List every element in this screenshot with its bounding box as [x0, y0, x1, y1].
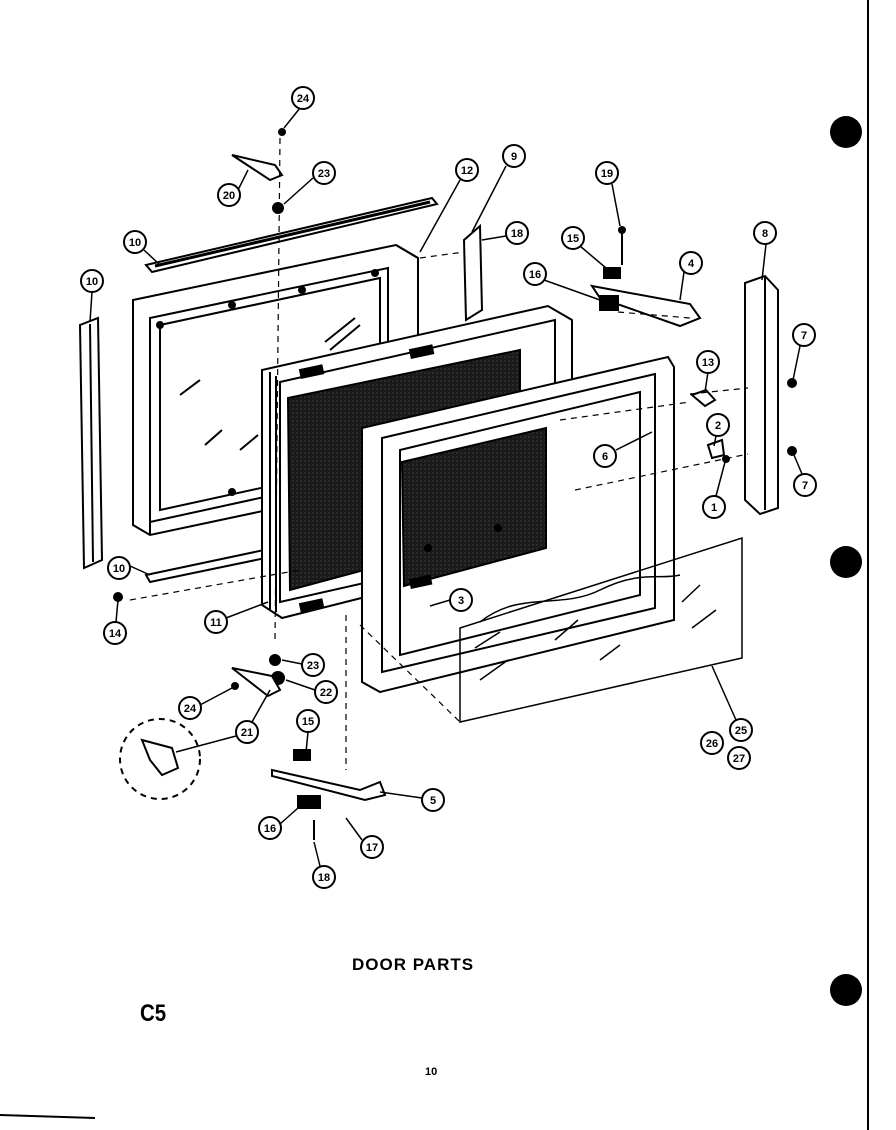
- callout-34: [700, 731, 724, 755]
- callout-label-13: 10: [86, 276, 98, 288]
- callout-label-9: 18: [511, 228, 523, 240]
- callout-label-25: 22: [320, 687, 332, 699]
- callout-33: 25: [711, 665, 753, 742]
- callout-13: 10: [80, 269, 104, 323]
- detail-circle: [119, 718, 201, 800]
- callout-27: 21: [175, 689, 271, 753]
- callout-label-34: 26: [706, 738, 718, 750]
- callout-28: 15: [296, 709, 320, 753]
- glass-pane: [459, 536, 743, 723]
- binder-hole-middle: [830, 546, 862, 578]
- binder-hole-bottom: [830, 974, 862, 1006]
- callout-label-21: 14: [109, 628, 122, 640]
- callout-label-30: 16: [264, 823, 276, 835]
- callout-label-2: 20: [223, 190, 235, 202]
- callout-35: [727, 746, 751, 770]
- callout-label-12: 10: [129, 237, 141, 249]
- callout-label-27: 21: [241, 727, 253, 739]
- callout-3: 23: [283, 161, 336, 205]
- callout-label-19: 1: [711, 502, 717, 514]
- callout-label-11: 8: [762, 228, 768, 240]
- callout-25: 22: [285, 679, 338, 704]
- callout-label-7: 15: [567, 233, 579, 245]
- callout-label-10: 4: [688, 258, 695, 270]
- callout-label-17: 6: [602, 451, 608, 463]
- callout-label-33: 25: [735, 725, 747, 737]
- callout-label-28: 15: [302, 716, 314, 728]
- callout-20: 10: [107, 556, 151, 580]
- callout-label-8: 16: [529, 269, 541, 281]
- callout-7: 15: [561, 226, 607, 269]
- callout-14: 7: [792, 323, 816, 381]
- callout-17: 6: [593, 431, 653, 468]
- page-number: 10: [425, 1066, 438, 1078]
- callout-label-14: 7: [801, 330, 807, 342]
- diagram-title: DOOR PARTS: [352, 955, 475, 974]
- model-code: C5: [140, 1000, 167, 1027]
- callout-24: 23: [281, 653, 325, 677]
- callout-label-35: 27: [733, 753, 745, 765]
- callout-11: 8: [753, 221, 777, 281]
- bottom-hinge-parts: [113, 592, 387, 840]
- callout-label-29: 5: [430, 795, 436, 807]
- hinge-small-parts: [690, 378, 797, 463]
- callout-1: 24: [283, 86, 315, 129]
- callout-9: 18: [481, 221, 529, 245]
- callout-label-15: 13: [702, 357, 714, 369]
- top-cam-parts: [231, 128, 286, 214]
- scan-mark: [0, 1114, 96, 1119]
- callout-30: 16: [258, 807, 299, 840]
- callout-label-3: 23: [318, 168, 330, 180]
- callout-10: 4: [679, 251, 703, 301]
- assembly-lines: [129, 137, 749, 770]
- callout-label-18: 7: [802, 480, 808, 492]
- callout-29: 5: [379, 788, 445, 812]
- callout-2: 20: [217, 169, 249, 207]
- callout-31: 17: [345, 817, 384, 859]
- callout-12: 10: [123, 230, 161, 266]
- callout-4: 12: [419, 158, 479, 253]
- callout-label-23: 3: [458, 595, 464, 607]
- callout-8: 16: [523, 262, 601, 301]
- callout-15: 13: [696, 350, 720, 393]
- callout-label-4: 12: [461, 165, 473, 177]
- gasket-strip-top: [462, 223, 484, 322]
- callout-21: 14: [103, 599, 127, 645]
- callout-label-24: 23: [307, 660, 319, 672]
- callout-label-16: 2: [715, 420, 721, 432]
- callout-18: 7: [793, 454, 817, 497]
- callout-label-6: 19: [601, 168, 613, 180]
- callout-label-22: 11: [210, 617, 222, 629]
- callout-5: 9: [471, 144, 526, 233]
- callout-6: 19: [595, 161, 621, 227]
- callout-label-31: 17: [366, 842, 378, 854]
- callout-19: 1: [702, 461, 726, 519]
- callout-32: 18: [312, 841, 336, 889]
- callout-26: 24: [178, 687, 233, 720]
- callout-label-1: 24: [297, 93, 310, 105]
- hinge-channel: [744, 274, 779, 516]
- callout-label-32: 18: [318, 872, 330, 884]
- callout-23: 3: [429, 588, 473, 612]
- callout-label-20: 10: [113, 563, 125, 575]
- callout-16: 2: [706, 413, 730, 447]
- callout-22: 11: [204, 601, 269, 634]
- callout-label-5: 9: [511, 151, 517, 163]
- callout-label-26: 24: [184, 703, 197, 715]
- binder-hole-top: [830, 116, 862, 148]
